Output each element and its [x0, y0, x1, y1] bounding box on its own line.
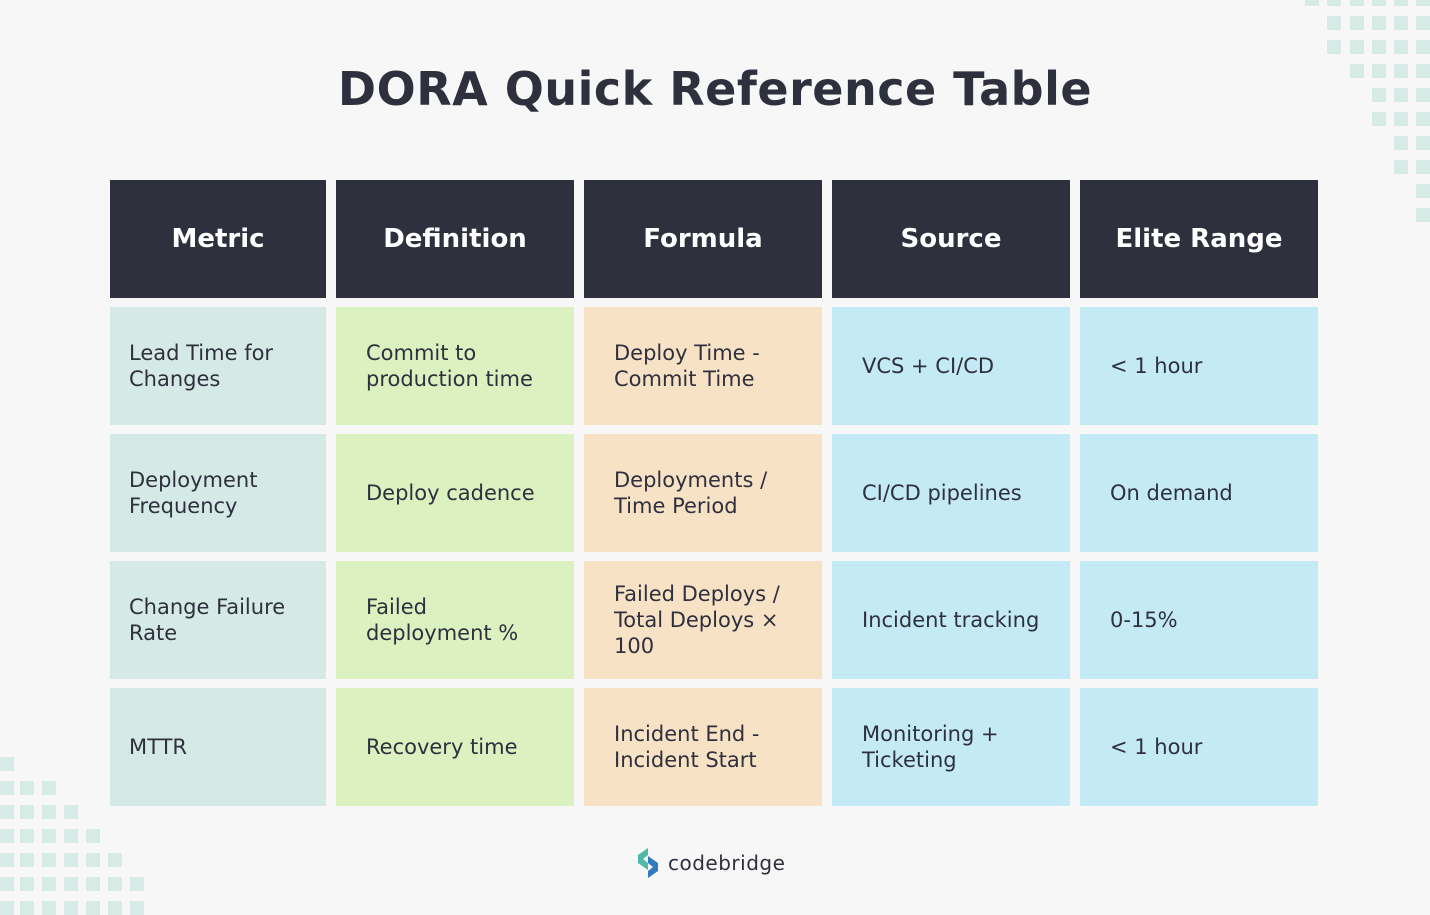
decorative-dot: [1350, 0, 1364, 6]
logo-text: codebridge: [668, 851, 786, 875]
header-metric: Metric: [110, 180, 326, 298]
header-elite-range: Elite Range: [1080, 180, 1318, 298]
table-cell: On demand: [1080, 434, 1318, 552]
decorative-dot: [1416, 136, 1430, 150]
decorative-dot: [1416, 184, 1430, 198]
decorative-dot: [1394, 160, 1408, 174]
reference-table: Metric Definition Formula Source Elite R…: [110, 180, 1318, 806]
table-cell: 0-15%: [1080, 561, 1318, 679]
decorative-dot: [1394, 64, 1408, 78]
decorative-dot: [42, 781, 56, 795]
decorative-dot: [64, 877, 78, 891]
decorative-dot: [1372, 0, 1386, 6]
decorative-dot: [1416, 16, 1430, 30]
decorative-dot: [1350, 40, 1364, 54]
decorative-dot: [64, 829, 78, 843]
decorative-dot: [0, 853, 14, 867]
decorative-dot: [86, 853, 100, 867]
decorative-dot: [42, 805, 56, 819]
decorative-dot: [1394, 16, 1408, 30]
decorative-dot: [130, 901, 144, 915]
table-cell: Failed deployment %: [336, 561, 574, 679]
table-cell: VCS + CI/CD: [832, 307, 1070, 425]
decorative-dot: [86, 829, 100, 843]
decorative-dot: [42, 829, 56, 843]
decorative-dot: [64, 853, 78, 867]
decorative-dot: [0, 829, 14, 843]
table-cell: Monitoring + Ticketing: [832, 688, 1070, 806]
table-cell: Incident End - Incident Start: [584, 688, 822, 806]
decorative-dot: [1416, 208, 1430, 222]
decorative-dot: [20, 877, 34, 891]
decorative-dot: [0, 877, 14, 891]
decorative-dot: [1327, 16, 1341, 30]
decorative-dot: [1350, 64, 1364, 78]
decorative-dot: [1394, 88, 1408, 102]
table-cell: Deployments / Time Period: [584, 434, 822, 552]
header-source: Source: [832, 180, 1070, 298]
decorative-dot: [1416, 40, 1430, 54]
decorative-dot: [20, 829, 34, 843]
table-cell: Change Failure Rate: [110, 561, 326, 679]
decorative-dot: [1327, 40, 1341, 54]
table-cell: Lead Time for Changes: [110, 307, 326, 425]
table-cell: < 1 hour: [1080, 307, 1318, 425]
table-cell: Deployment Frequency: [110, 434, 326, 552]
decorative-dot: [1416, 64, 1430, 78]
table-cell: Deploy Time - Commit Time: [584, 307, 822, 425]
table-cell: Incident tracking: [832, 561, 1070, 679]
codebridge-logo-icon: [638, 848, 658, 878]
table-cell: MTTR: [110, 688, 326, 806]
page-title: DORA Quick Reference Table: [337, 62, 1093, 116]
decorative-dot: [1305, 0, 1319, 6]
decorative-dot: [1394, 40, 1408, 54]
header-formula: Formula: [584, 180, 822, 298]
decorative-dot: [1372, 64, 1386, 78]
decorative-dot: [42, 877, 56, 891]
decorative-dot: [64, 901, 78, 915]
decorative-dot: [108, 877, 122, 891]
table-cell: Commit to production time: [336, 307, 574, 425]
table-cell: Failed Deploys / Total Deploys × 100: [584, 561, 822, 679]
decorative-dot: [0, 757, 14, 771]
table-cell: Deploy cadence: [336, 434, 574, 552]
decorative-dot: [64, 805, 78, 819]
decorative-dot: [0, 781, 14, 795]
decorative-dot: [42, 853, 56, 867]
decorative-dot: [86, 901, 100, 915]
decorative-dot: [1394, 0, 1408, 6]
decorative-dot: [1416, 88, 1430, 102]
decorative-dot: [1416, 112, 1430, 126]
decorative-dot: [1416, 0, 1430, 6]
decorative-dot: [1394, 136, 1408, 150]
decorative-dot: [20, 805, 34, 819]
decorative-dot: [108, 853, 122, 867]
table-cell: Recovery time: [336, 688, 574, 806]
decorative-dot: [20, 853, 34, 867]
decorative-dot: [42, 901, 56, 915]
decorative-dot: [1372, 112, 1386, 126]
decorative-dot: [1416, 160, 1430, 174]
table-cell: < 1 hour: [1080, 688, 1318, 806]
decorative-dot: [1327, 0, 1341, 6]
codebridge-logo: codebridge: [636, 848, 785, 878]
table-cell: CI/CD pipelines: [832, 434, 1070, 552]
decorative-dot: [0, 901, 14, 915]
decorative-dot: [20, 781, 34, 795]
decorative-dot: [1372, 88, 1386, 102]
decorative-dot: [130, 877, 144, 891]
decorative-dot: [1372, 40, 1386, 54]
decorative-dot: [1394, 112, 1408, 126]
decorative-dot: [1350, 16, 1364, 30]
decorative-dot: [1372, 16, 1386, 30]
decorative-dot: [0, 805, 14, 819]
decorative-dot: [86, 877, 100, 891]
decorative-dot: [108, 901, 122, 915]
header-definition: Definition: [336, 180, 574, 298]
decorative-dot: [20, 901, 34, 915]
